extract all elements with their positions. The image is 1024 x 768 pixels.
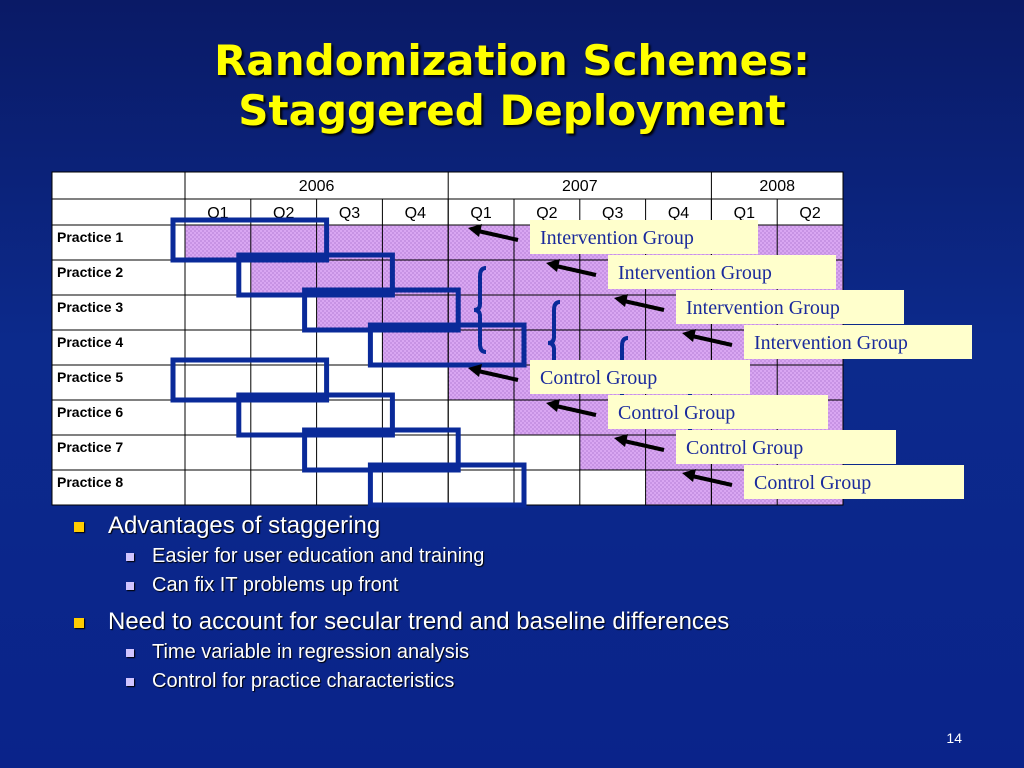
callout-arrow-line — [691, 474, 733, 487]
sub-bullet-text: Time variable in regression analysis — [152, 641, 470, 663]
callout-box — [676, 430, 896, 464]
practice-label: Practice 4 — [57, 334, 123, 350]
callout-box — [744, 325, 972, 359]
callout-box — [530, 220, 758, 254]
callout-arrow-line — [555, 404, 597, 417]
callout-box — [608, 255, 836, 289]
callout-group: Intervention Group — [546, 255, 836, 289]
practice-label: Practice 5 — [57, 369, 123, 385]
callout-group: Control Group — [682, 465, 964, 499]
bullet-gap — [72, 600, 729, 604]
bullet-level-1: Advantages of staggering — [72, 510, 729, 542]
callout-group: Control Group — [614, 430, 896, 464]
callout-label: Control Group — [618, 402, 735, 424]
callout-group: Intervention Group — [468, 220, 758, 254]
year-header: 2007 — [562, 178, 598, 195]
year-header: 2006 — [299, 178, 335, 195]
practice-label: Practice 6 — [57, 404, 123, 420]
bullet-text: Need to account for secular trend and ba… — [108, 608, 730, 635]
callout-arrow-line — [477, 229, 519, 242]
sub-bullet-text: Control for practice characteristics — [152, 670, 455, 692]
bullet-square-icon — [74, 522, 84, 532]
callout-label: Intervention Group — [618, 262, 772, 284]
quarter-header: Q1 — [470, 205, 491, 222]
callout-arrow-line — [623, 299, 665, 312]
quarter-header: Q4 — [405, 205, 426, 222]
callout-box — [530, 360, 750, 394]
sub-bullet-text: Easier for user education and training — [152, 545, 485, 567]
bullet-level-2: Time variable in regression analysis — [72, 638, 729, 667]
callout-arrow-line — [623, 439, 665, 452]
quarter-header: Q1 — [734, 205, 755, 222]
group-bracket-frame — [236, 252, 395, 298]
group-bracket-frame — [302, 287, 461, 333]
callout-box — [676, 290, 904, 324]
callout-label: Control Group — [540, 367, 657, 389]
callout-arrow-head — [468, 224, 482, 237]
slide-title: Randomization Schemes: Staggered Deploym… — [0, 36, 1024, 136]
bullet-level-2: Easier for user education and training — [72, 542, 729, 571]
callout-label: Intervention Group — [540, 227, 694, 249]
callout-group: Control Group — [546, 395, 828, 429]
sub-bullet-text: Can fix IT problems up front — [152, 574, 399, 596]
callout-arrow-head — [614, 434, 628, 447]
title-line-1: Randomization Schemes: — [214, 36, 810, 85]
quarter-header: Q4 — [668, 205, 689, 222]
callout-label: Control Group — [754, 472, 871, 494]
practice-label: Practice 2 — [57, 264, 123, 280]
callout-arrow-line — [691, 334, 733, 347]
callout-arrow-head — [614, 294, 628, 307]
callout-label: Control Group — [686, 437, 803, 459]
group-bracket-frame — [302, 427, 461, 473]
callout-box — [744, 465, 964, 499]
bullet-text: Advantages of staggering — [108, 512, 381, 539]
quarter-header: Q3 — [602, 205, 623, 222]
curly-brace — [473, 266, 487, 354]
practice-label: Practice 1 — [57, 229, 123, 245]
callout-group: Intervention Group — [614, 290, 904, 324]
callout-box — [608, 395, 828, 429]
title-line-2: Staggered Deployment — [238, 86, 786, 135]
quarter-header: Q2 — [799, 205, 820, 222]
callout-group: Intervention Group — [682, 325, 972, 359]
bullet-level-2: Can fix IT problems up front — [72, 571, 729, 600]
practice-label: Practice 3 — [57, 299, 123, 315]
callout-arrow-line — [477, 369, 519, 382]
group-bracket-frame — [170, 217, 330, 263]
callout-label: Intervention Group — [686, 297, 840, 319]
group-bracket-frame — [367, 462, 527, 508]
quarter-header: Q2 — [536, 205, 557, 222]
sub-bullet-square-icon — [126, 678, 134, 686]
bullet-square-icon — [74, 618, 84, 628]
callout-arrow-line — [555, 264, 597, 277]
bullet-level-2: Control for practice characteristics — [72, 667, 729, 696]
callout-arrow-head — [682, 469, 696, 482]
practice-label: Practice 8 — [57, 474, 123, 490]
callout-group: Control Group — [468, 360, 750, 394]
callout-arrow-head — [468, 364, 482, 377]
callout-arrow-head — [546, 259, 560, 272]
sub-bullet-square-icon — [126, 582, 134, 590]
group-bracket-frame — [170, 357, 330, 403]
bullet-level-1: Need to account for secular trend and ba… — [72, 606, 729, 638]
callout-arrow-head — [682, 329, 696, 342]
year-header: 2008 — [759, 178, 795, 195]
sub-bullet-square-icon — [126, 649, 134, 657]
callout-arrow-head — [546, 399, 560, 412]
practice-label: Practice 7 — [57, 439, 123, 455]
group-bracket-frame — [367, 322, 527, 368]
callout-label: Intervention Group — [754, 332, 908, 354]
quarter-header: Q3 — [339, 205, 360, 222]
sub-bullet-square-icon — [126, 553, 134, 561]
page-number: 14 — [946, 730, 962, 746]
group-bracket-frame — [236, 392, 395, 438]
